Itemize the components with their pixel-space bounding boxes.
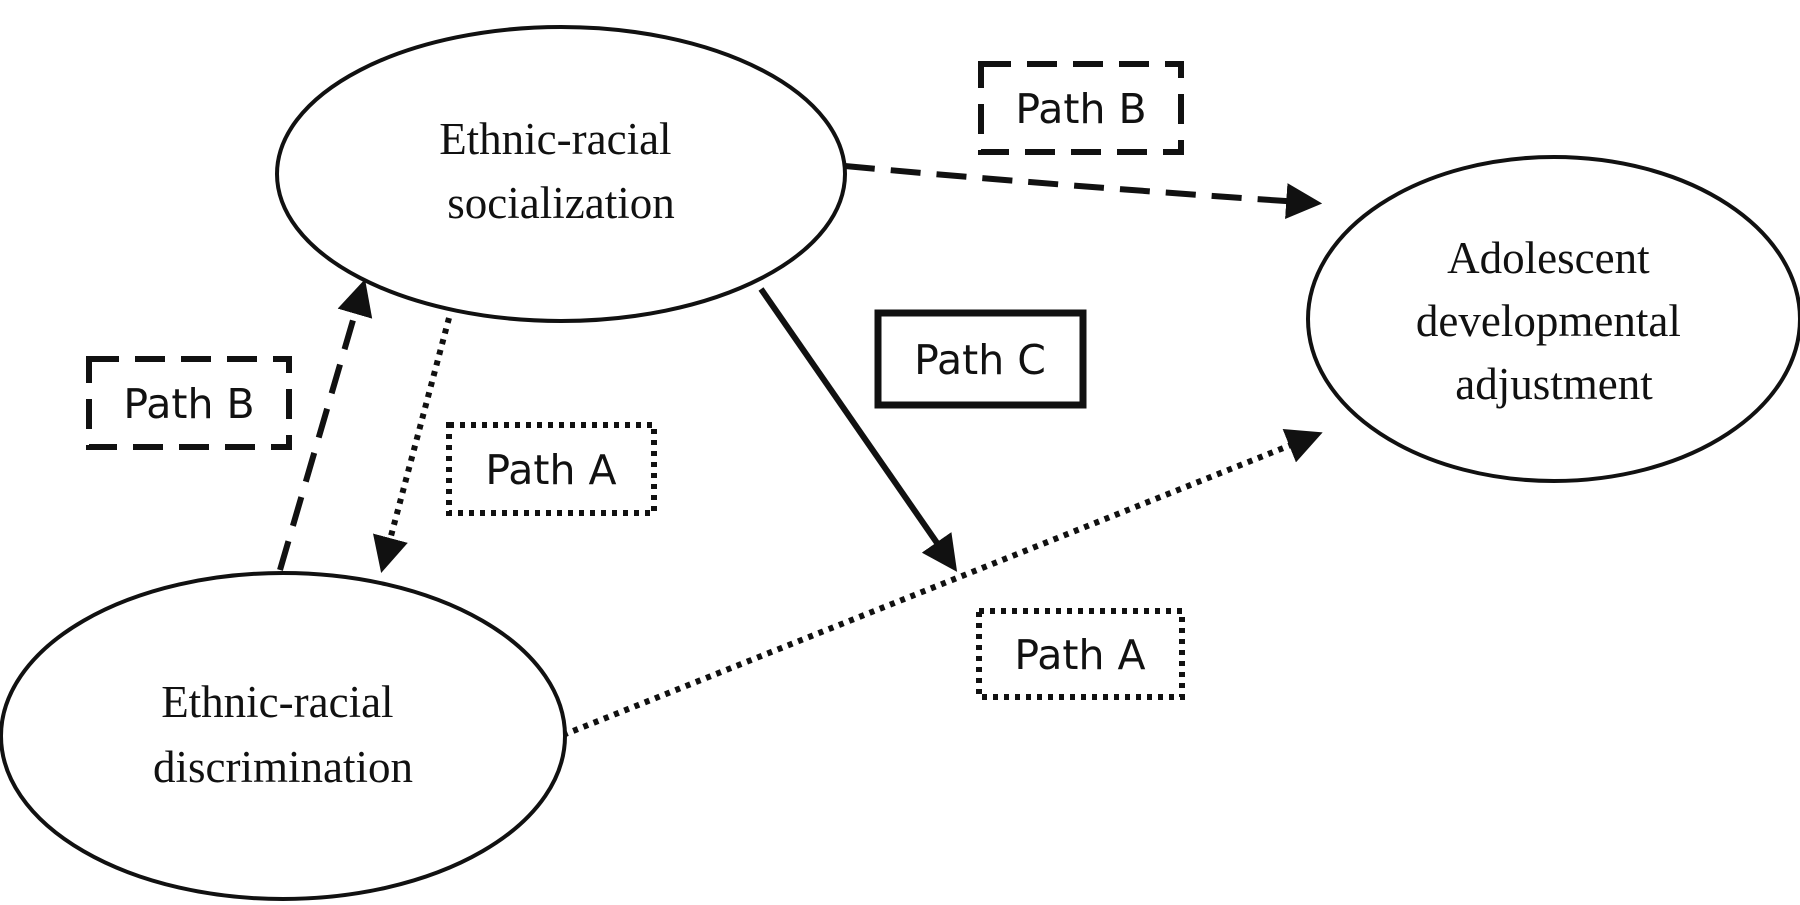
label-path-a-right: Path A bbox=[976, 608, 1185, 700]
svg-text:Ethnic-racial socializat: Ethnic-racial socialization bbox=[439, 114, 683, 228]
label-path-b-top: Path B bbox=[978, 61, 1184, 155]
arrow-discrimination-to-socialization bbox=[277, 279, 373, 571]
node-socialization: Ethnic-racial socialization bbox=[275, 25, 847, 323]
arrow-socialization-to-adjustment bbox=[844, 163, 1323, 220]
node-socialization-line-1: Ethnic-racial bbox=[439, 114, 671, 164]
label-path-c-text: Path C bbox=[914, 336, 1046, 384]
node-adjustment-line-3: adjustment bbox=[1455, 359, 1653, 409]
label-path-b-top-text: Path B bbox=[1015, 85, 1146, 133]
label-path-a-left-text: Path A bbox=[485, 446, 616, 494]
svg-text:Ethnic-racial discrimina: Ethnic-racial discrimination bbox=[153, 677, 413, 792]
label-path-b-left: Path B bbox=[86, 356, 292, 450]
node-discrimination: Ethnic-racial discrimination bbox=[0, 571, 567, 901]
label-path-a-left: Path A bbox=[446, 422, 657, 516]
arrow-path-c bbox=[758, 287, 958, 572]
svg-text:Adolescent developmental: Adolescent developmental adjustment bbox=[1416, 233, 1692, 409]
label-path-c: Path C bbox=[874, 309, 1087, 409]
arrow-socialization-to-discrimination bbox=[373, 317, 452, 573]
node-adjustment-line-2: developmental bbox=[1416, 296, 1681, 346]
node-adjustment: Adolescent developmental adjustment bbox=[1306, 155, 1800, 483]
node-discrimination-line-2: discrimination bbox=[153, 742, 413, 792]
arrow-discrimination-to-adjustment bbox=[561, 428, 1323, 738]
label-path-a-right-text: Path A bbox=[1014, 631, 1145, 679]
node-discrimination-line-1: Ethnic-racial bbox=[161, 677, 393, 727]
label-path-b-left-text: Path B bbox=[123, 380, 254, 428]
node-adjustment-line-1: Adolescent bbox=[1447, 233, 1650, 283]
node-socialization-line-2: socialization bbox=[447, 178, 674, 228]
